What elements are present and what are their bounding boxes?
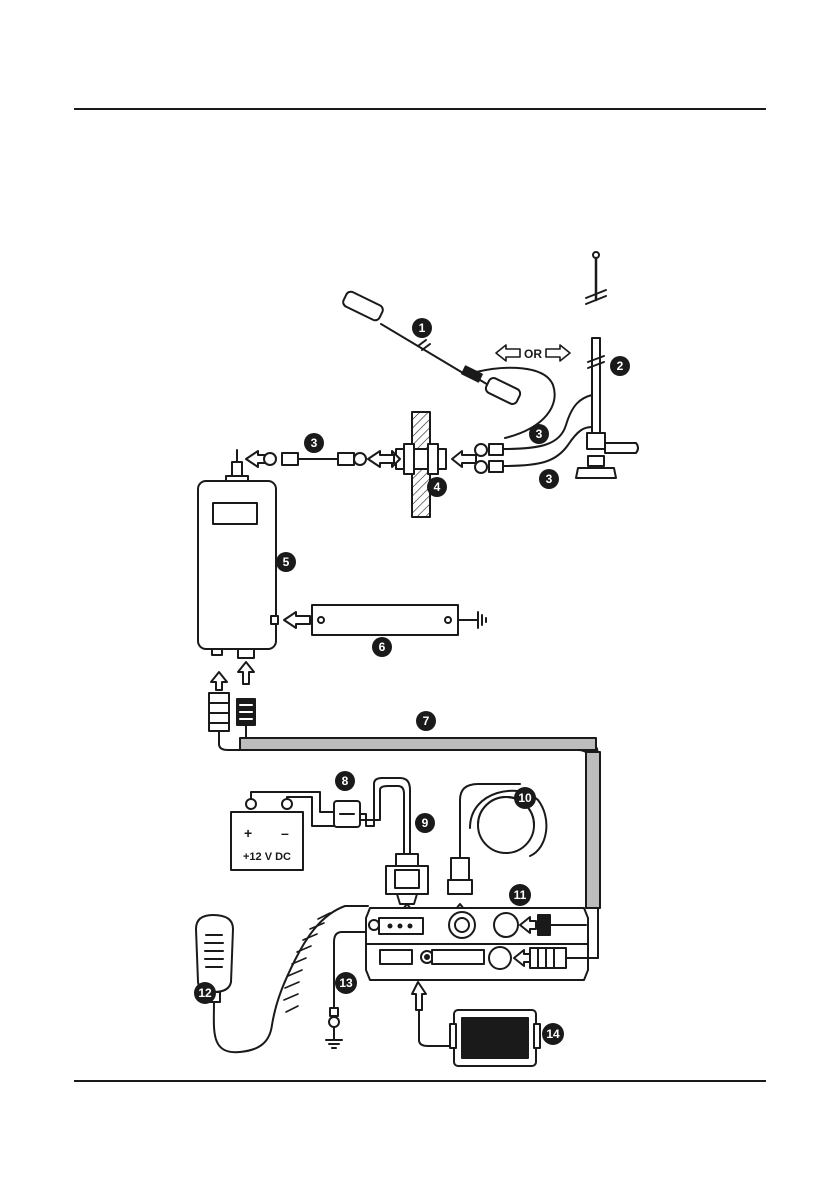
callout-14: 14	[542, 1023, 564, 1045]
wall-feedthrough	[380, 412, 476, 517]
svg-text:3: 3	[546, 472, 553, 486]
callout-7: 7	[416, 711, 436, 731]
battery-voltage-label: +12 V DC	[243, 851, 291, 863]
glass-mount-antenna	[342, 290, 555, 438]
callout-4: 4	[427, 477, 447, 497]
svg-text:11: 11	[514, 888, 527, 902]
callout-5: 5	[276, 552, 296, 572]
svg-text:9: 9	[422, 816, 429, 830]
or-label: OR	[524, 347, 542, 361]
callout-3c: 3	[304, 433, 324, 453]
callout-6: 6	[372, 637, 392, 657]
callout-3a: 3	[529, 424, 549, 444]
callout-11: 11	[509, 884, 531, 906]
radio-unit	[366, 908, 598, 980]
ground-strap	[284, 605, 486, 635]
callout-13: 13	[335, 972, 357, 994]
callout-2: 2	[610, 356, 630, 376]
svg-text:14: 14	[546, 1027, 560, 1041]
svg-text:12: 12	[198, 986, 212, 1000]
svg-text:3: 3	[311, 436, 318, 450]
callout-12: 12	[194, 982, 216, 1004]
svg-text:13: 13	[339, 976, 353, 990]
coax-cable-station	[246, 451, 394, 467]
svg-text:1: 1	[419, 321, 426, 335]
battery-minus-label: –	[281, 825, 289, 841]
svg-text:4: 4	[434, 480, 441, 494]
battery-plus-label: +	[244, 825, 252, 841]
svg-text:8: 8	[342, 774, 349, 788]
svg-text:5: 5	[283, 555, 290, 569]
svg-text:3: 3	[536, 427, 543, 441]
svg-text:10: 10	[518, 791, 532, 805]
antenna-tuner-box	[198, 450, 278, 690]
svg-text:2: 2	[617, 359, 624, 373]
callout-1: 1	[412, 318, 432, 338]
external-speaker	[412, 982, 540, 1066]
svg-text:6: 6	[379, 640, 386, 654]
callout-10: 10	[514, 787, 536, 809]
callout-3b: 3	[539, 469, 559, 489]
callout-8: 8	[335, 771, 355, 791]
svg-text:7: 7	[423, 714, 430, 728]
callout-9: 9	[415, 813, 435, 833]
